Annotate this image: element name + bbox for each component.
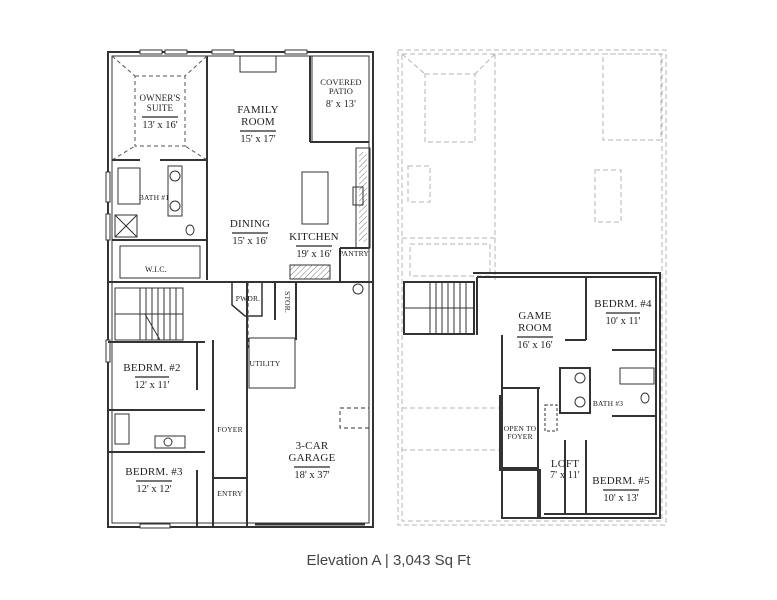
room-label-bedroom-2: BEDRM. #2 12' x 11' bbox=[120, 362, 184, 393]
room-name: OPEN TO bbox=[503, 424, 537, 433]
room-name: BATH #3 bbox=[592, 399, 624, 408]
room-name: GARAGE bbox=[288, 452, 336, 465]
room-name: GAME bbox=[518, 310, 552, 322]
room-name: ENTRY bbox=[217, 489, 243, 498]
room-name: 3-CAR bbox=[295, 440, 329, 452]
room-dimensions: 13' x 16' bbox=[142, 115, 178, 132]
room-dimensions: 16' x 16' bbox=[517, 336, 553, 352]
room-name: BEDRM. #4 bbox=[594, 298, 652, 310]
room-name: FOYER bbox=[217, 425, 243, 434]
room-label-pantry: PANTRY bbox=[338, 249, 370, 258]
room-name: BEDRM. #3 bbox=[125, 466, 183, 478]
room-label-foyer: FOYER bbox=[214, 425, 246, 434]
room-label-kitchen: KITCHEN 19' x 16' bbox=[284, 231, 344, 262]
room-name: STOR. bbox=[283, 291, 293, 314]
room-name: W.I.C. bbox=[144, 265, 168, 274]
room-label-bedroom-5: BEDRM. #5 10' x 13' bbox=[588, 475, 654, 506]
room-dimensions: 7' x 11' bbox=[550, 470, 580, 482]
room-label-owners-suite: OWNER'S SUITE 13' x 16' bbox=[128, 93, 192, 132]
room-name: SUITE bbox=[146, 102, 174, 113]
room-dimensions: 12' x 11' bbox=[134, 376, 170, 392]
room-name: OWNER'S bbox=[139, 93, 181, 103]
room-label-open-to-foyer: OPEN TO FOYER bbox=[502, 424, 538, 442]
room-label-storage: STOR. bbox=[283, 291, 293, 314]
room-name: FAMILY bbox=[237, 104, 279, 116]
room-dimensions: 19' x 16' bbox=[296, 245, 332, 261]
room-label-wic: W.I.C. bbox=[136, 265, 176, 275]
room-dimensions: 8' x 13' bbox=[325, 98, 357, 110]
first-floor-plan bbox=[105, 49, 374, 529]
room-name: UTILITY bbox=[249, 359, 281, 368]
room-name: BEDRM. #5 bbox=[592, 475, 650, 487]
room-label-dining: DINING 15' x 16' bbox=[218, 218, 282, 249]
plan-caption: Elevation A | 3,043 Sq Ft bbox=[306, 552, 471, 569]
room-label-garage: 3-CAR GARAGE 18' x 37' bbox=[280, 440, 344, 483]
room-dimensions: 15' x 17' bbox=[240, 130, 276, 146]
room-name: PANTRY bbox=[338, 249, 370, 258]
room-name: DINING bbox=[229, 218, 271, 230]
first-floor-ghost-outline bbox=[397, 49, 667, 526]
room-name: ROOM bbox=[518, 322, 552, 335]
room-name: BATH #1 bbox=[138, 193, 170, 202]
room-label-loft: LOFT 7' x 11' bbox=[545, 458, 585, 481]
room-name: ROOM bbox=[241, 116, 275, 129]
room-label-bedroom-3: BEDRM. #3 12' x 12' bbox=[122, 466, 186, 497]
room-dimensions: 12' x 12' bbox=[136, 480, 172, 496]
room-name: BEDRM. #2 bbox=[123, 362, 181, 374]
room-label-powder: PWDR. bbox=[234, 294, 262, 303]
room-label-game-room: GAME ROOM 16' x 16' bbox=[506, 310, 564, 353]
room-name: COVERED bbox=[320, 77, 362, 87]
room-name: PWDR. bbox=[235, 294, 261, 303]
room-dimensions: 10' x 13' bbox=[603, 489, 639, 505]
second-floor-plan bbox=[403, 272, 661, 519]
room-dimensions: 18' x 37' bbox=[294, 466, 330, 482]
room-label-bath-3: BATH #3 bbox=[592, 399, 624, 408]
room-label-family-room: FAMILY ROOM 15' x 17' bbox=[222, 104, 294, 147]
room-label-utility: UTILITY bbox=[248, 359, 282, 368]
room-label-entry: ENTRY bbox=[214, 489, 246, 498]
room-name: KITCHEN bbox=[289, 231, 339, 243]
room-name: PATIO bbox=[328, 86, 354, 97]
room-name: LOFT bbox=[550, 458, 580, 470]
room-dimensions: 10' x 11' bbox=[605, 312, 641, 328]
room-dimensions: 15' x 16' bbox=[232, 232, 268, 248]
room-label-covered-patio: COVERED PATIO 8' x 13' bbox=[314, 77, 368, 110]
room-name: FOYER bbox=[507, 432, 533, 442]
room-label-bath-1: BATH #1 bbox=[138, 193, 170, 202]
room-label-bedroom-4: BEDRM. #4 10' x 11' bbox=[590, 298, 656, 329]
